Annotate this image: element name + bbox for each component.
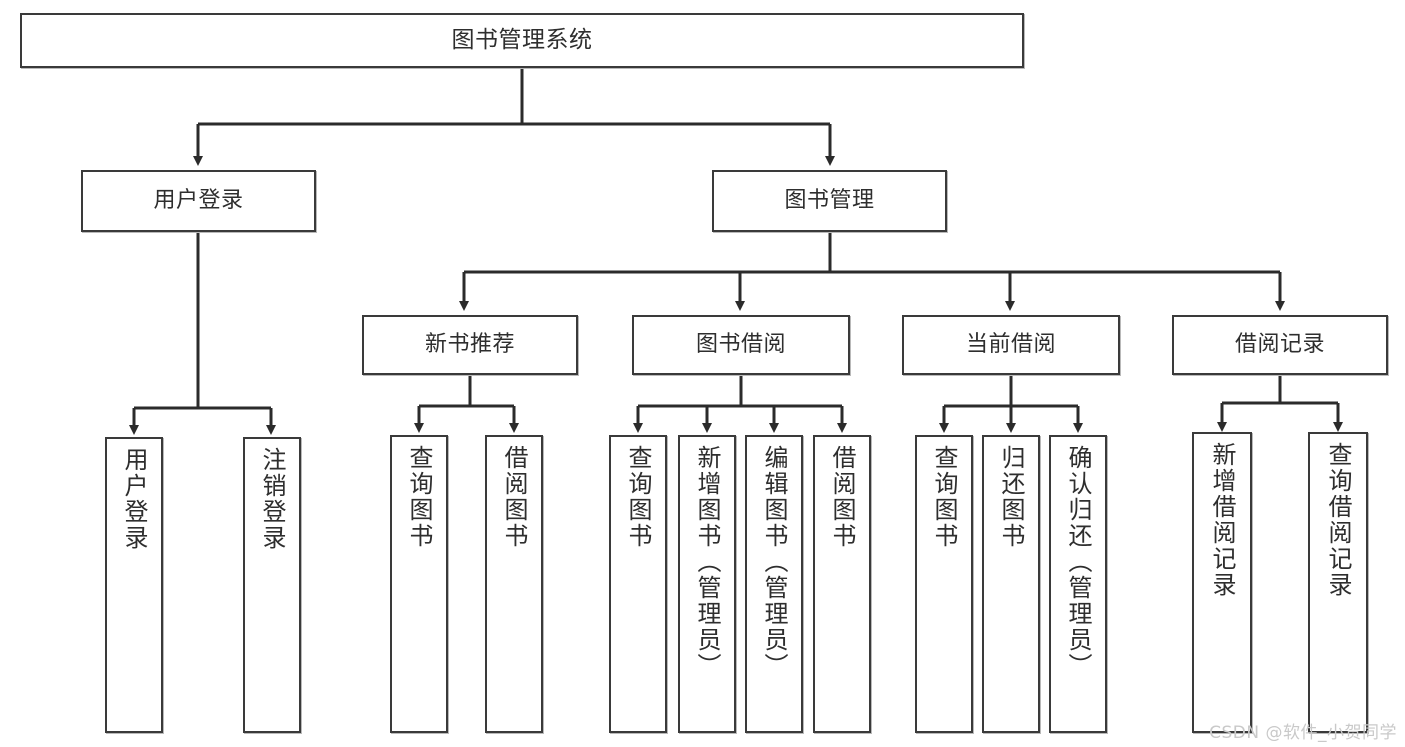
node-book-manage-label: 图书管理 (784, 188, 875, 214)
node-leaf-user-logout-label: 注销登录 (258, 447, 286, 551)
node-leaf-confirm-return[interactable]: 确认归还（管理员） (1049, 435, 1107, 733)
node-leaf-add-book-label: 新增图书（管理员） (693, 445, 721, 679)
node-leaf-edit-book[interactable]: 编辑图书（管理员） (745, 435, 803, 733)
node-leaf-user-login[interactable]: 用户登录 (105, 437, 163, 733)
node-leaf-confirm-return-label: 确认归还（管理员） (1064, 445, 1092, 679)
node-leaf-query-book-1-label: 查询图书 (405, 445, 433, 549)
node-leaf-add-record-label: 新增借阅记录 (1208, 442, 1236, 598)
node-leaf-query-book-1[interactable]: 查询图书 (390, 435, 448, 733)
node-leaf-query-book-3-label: 查询图书 (930, 445, 958, 549)
node-borrow-record[interactable]: 借阅记录 (1172, 315, 1388, 375)
node-leaf-user-login-label: 用户登录 (120, 447, 148, 551)
node-leaf-return-book[interactable]: 归还图书 (982, 435, 1040, 733)
node-leaf-add-record[interactable]: 新增借阅记录 (1192, 432, 1252, 733)
node-user-login-label: 用户登录 (153, 188, 244, 214)
node-leaf-borrow-book-1-label: 借阅图书 (500, 445, 528, 549)
node-leaf-user-logout[interactable]: 注销登录 (243, 437, 301, 733)
node-leaf-query-book-2[interactable]: 查询图书 (609, 435, 667, 733)
node-book-borrow[interactable]: 图书借阅 (632, 315, 850, 375)
node-leaf-borrow-book-1[interactable]: 借阅图书 (485, 435, 543, 733)
node-root-label: 图书管理系统 (451, 26, 593, 53)
node-leaf-query-book-3[interactable]: 查询图书 (915, 435, 973, 733)
node-leaf-add-book[interactable]: 新增图书（管理员） (678, 435, 736, 733)
watermark: CSDN @软件_小贺同学 (1209, 723, 1397, 743)
node-leaf-return-book-label: 归还图书 (997, 445, 1025, 549)
node-leaf-borrow-book-2[interactable]: 借阅图书 (813, 435, 871, 733)
node-book-borrow-label: 图书借阅 (695, 332, 786, 358)
node-leaf-query-book-2-label: 查询图书 (624, 445, 652, 549)
node-current-borrow-label: 当前借阅 (965, 332, 1056, 358)
node-leaf-borrow-book-2-label: 借阅图书 (828, 445, 856, 549)
node-borrow-record-label: 借阅记录 (1234, 332, 1325, 358)
node-root[interactable]: 图书管理系统 (20, 13, 1024, 68)
node-leaf-query-record-label: 查询借阅记录 (1324, 442, 1352, 598)
node-new-book-rec[interactable]: 新书推荐 (362, 315, 578, 375)
node-book-manage[interactable]: 图书管理 (712, 170, 947, 232)
node-current-borrow[interactable]: 当前借阅 (902, 315, 1120, 375)
node-user-login[interactable]: 用户登录 (81, 170, 316, 232)
node-leaf-edit-book-label: 编辑图书（管理员） (760, 445, 788, 679)
node-new-book-rec-label: 新书推荐 (424, 332, 515, 358)
node-leaf-query-record[interactable]: 查询借阅记录 (1308, 432, 1368, 733)
